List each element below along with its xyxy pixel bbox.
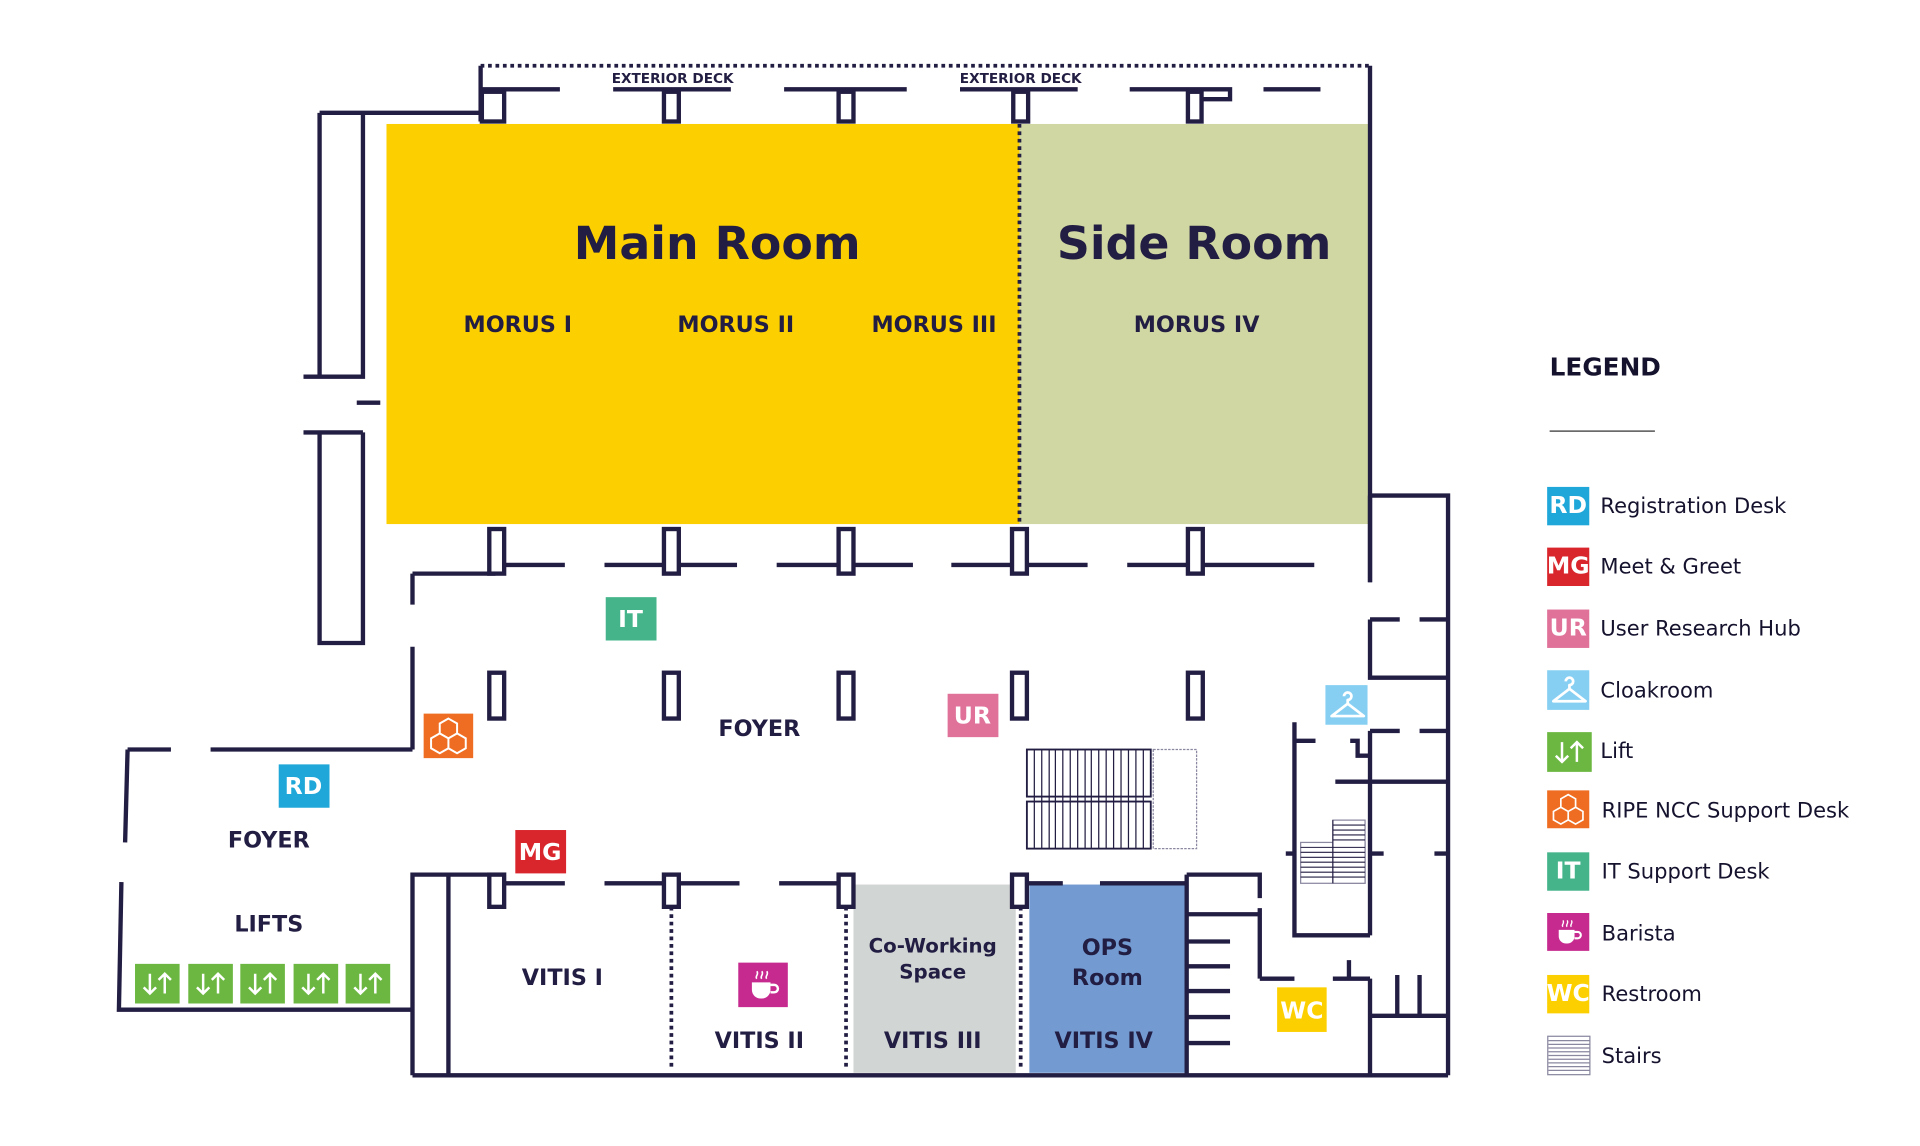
vitis-2-label: VITIS II [715, 1028, 804, 1054]
rd-badge-text: RD [285, 772, 323, 800]
vitis-4-label: VITIS IV [1055, 1028, 1154, 1054]
legend-label: Barista [1602, 920, 1676, 945]
legend-label: Restroom [1602, 981, 1702, 1006]
lift-arrows-icon [1545, 730, 1593, 774]
vitis-1-label: VITIS I [522, 965, 603, 991]
morus-2-label: MORUS II [677, 312, 794, 338]
legend-item-restroom: WC Restroom [1547, 974, 1702, 1014]
legend-item-lift: Lift [1545, 730, 1633, 774]
restroom-marker[interactable]: WC [1277, 987, 1327, 1032]
it-support-marker[interactable]: IT [605, 597, 657, 641]
morus-1-label: MORUS I [464, 312, 572, 338]
mg-badge-text: MG [519, 838, 562, 866]
barista-coffee-cup-icon[interactable] [737, 961, 790, 1009]
legend-label: RIPE NCC Support Desk [1602, 798, 1850, 823]
legend-label: User Research Hub [1600, 616, 1800, 641]
legend-item-stairs: Stairs [1547, 1035, 1662, 1076]
morus-3-label: MORUS III [871, 312, 996, 338]
meet-greet-marker[interactable]: MG [515, 830, 567, 874]
legend-item-registration-desk: RD Registration Desk [1547, 486, 1787, 526]
ur-badge-text: UR [954, 702, 991, 730]
legend-label: Stairs [1602, 1043, 1662, 1068]
main-room-title: Main Room [574, 216, 861, 270]
columns [479, 89, 1205, 909]
ops-room-label: Room [1072, 965, 1143, 991]
lift-arrows-icon[interactable] [239, 962, 287, 1005]
wc-badge-text: WC [1280, 996, 1323, 1024]
side-room-area[interactable] [1019, 123, 1371, 525]
wc-badge-text: WC [1547, 979, 1590, 1007]
registration-desk-marker[interactable]: RD [278, 764, 330, 808]
legend-label: IT Support Desk [1602, 858, 1771, 883]
coworking-label: Co-Working [869, 935, 997, 958]
lift-arrows-icon[interactable] [292, 962, 340, 1005]
lifts-label: LIFTS [234, 912, 303, 938]
legend-label: Lift [1600, 738, 1633, 763]
foyer-label: FOYER [718, 716, 800, 742]
coworking-area[interactable] [853, 884, 1016, 1073]
legend-label: Cloakroom [1600, 677, 1713, 702]
exterior-deck-label: EXTERIOR DECK [612, 71, 734, 87]
hanger-icon [1545, 668, 1591, 712]
exterior-deck-label: EXTERIOR DECK [960, 71, 1082, 87]
main-room-area[interactable] [386, 123, 1020, 525]
legend-item-user-research: UR User Research Hub [1547, 609, 1801, 648]
it-badge-text: IT [1556, 856, 1581, 884]
legend-item-it-support: IT IT Support Desk [1547, 852, 1771, 891]
user-research-marker[interactable]: UR [947, 693, 999, 738]
lift-arrows-icon[interactable] [344, 962, 392, 1005]
legend: LEGEND RD Registration Desk MG Meet & Gr… [1545, 352, 1850, 1076]
lift-arrows-icon[interactable] [187, 962, 235, 1005]
legend-label: Registration Desk [1600, 493, 1787, 518]
mg-badge-text: MG [1547, 552, 1590, 580]
foyer-left-label: FOYER [228, 827, 310, 853]
legend-item-meet-greet: MG Meet & Greet [1547, 547, 1741, 587]
lift-arrows-icon[interactable] [133, 962, 181, 1005]
ops-room-area[interactable] [1029, 884, 1187, 1073]
ops-room-label: OPS [1082, 935, 1133, 961]
vitis-3-label: VITIS III [884, 1028, 982, 1054]
legend-item-cloakroom: Cloakroom [1545, 668, 1713, 712]
legend-item-barista: Barista [1546, 911, 1676, 952]
main-stairs [1025, 748, 1198, 850]
support-desk-cubes-icon[interactable] [422, 712, 475, 760]
coffee-cup-icon [1546, 911, 1591, 952]
stairs-icon [1547, 1035, 1592, 1076]
it-badge-text: IT [618, 605, 643, 633]
rd-badge-text: RD [1549, 491, 1587, 519]
morus-4-label: MORUS IV [1134, 312, 1260, 338]
ur-badge-text: UR [1550, 614, 1587, 642]
coworking-label: Space [899, 961, 966, 984]
cubes-icon [1546, 789, 1591, 830]
cloakroom-hanger-icon[interactable] [1324, 683, 1369, 727]
side-stairs [1300, 819, 1366, 884]
side-room-title: Side Room [1057, 216, 1332, 270]
legend-title: LEGEND [1550, 352, 1661, 381]
legend-item-support-desk: RIPE NCC Support Desk [1546, 789, 1850, 830]
legend-label: Meet & Greet [1600, 554, 1741, 579]
